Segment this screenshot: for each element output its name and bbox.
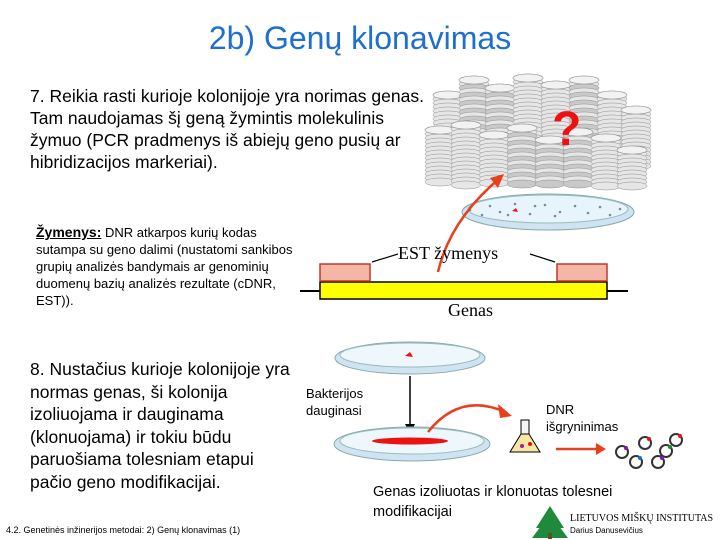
gene-isolated-caption: Genas izoliuotas ir klonuotas tolesnei m… xyxy=(373,484,613,520)
step-7-text: 7. Reikia rasti kurioje kolonijoje yra n… xyxy=(30,86,424,172)
est-marker-left xyxy=(319,263,371,282)
petri-dish-stacks-illustration xyxy=(424,73,652,191)
gene-marker-diagram xyxy=(300,253,628,300)
est-markers-label: EST žymenys xyxy=(398,243,499,263)
petri-dish-colonies xyxy=(461,193,635,231)
institute-name: LIETUVOS MIŠKŲ INSTITUTAS xyxy=(570,513,714,524)
gene-bar xyxy=(319,281,608,300)
tree-logo-icon xyxy=(532,506,568,539)
page-title: 2b) Genų klonavimas xyxy=(208,20,512,56)
author-name: Darius Danusevičius xyxy=(570,526,643,535)
dna-purification-label: DNR išgryninimas xyxy=(546,402,619,434)
question-mark: ? xyxy=(552,103,582,156)
est-marker-right xyxy=(556,263,608,282)
slide-footer: 4.2. Genetinės inžinerijos metodai: 2) G… xyxy=(6,525,241,535)
flask-icon xyxy=(509,419,541,453)
arrow-to-colony xyxy=(436,177,501,273)
petri-dish-grown-culture xyxy=(333,426,491,462)
plasmid-icons xyxy=(615,433,683,469)
arrow-to-flask xyxy=(427,404,506,433)
markers-definition: Žymenys: DNR atkarpos kurių kodas sutamp… xyxy=(36,224,304,309)
bacteria-multiply-label: Bakterijos dauginasi xyxy=(306,386,364,418)
markers-text: DNR atkarpos kurių kodas sutampa su geno… xyxy=(36,225,293,308)
step-8-text: 8. Nustačius kurioje kolonijoje yra norm… xyxy=(30,359,290,492)
gene-label: Genas xyxy=(448,300,493,320)
petri-dish-selected-colony xyxy=(334,341,486,375)
markers-label: Žymenys: xyxy=(36,224,102,240)
